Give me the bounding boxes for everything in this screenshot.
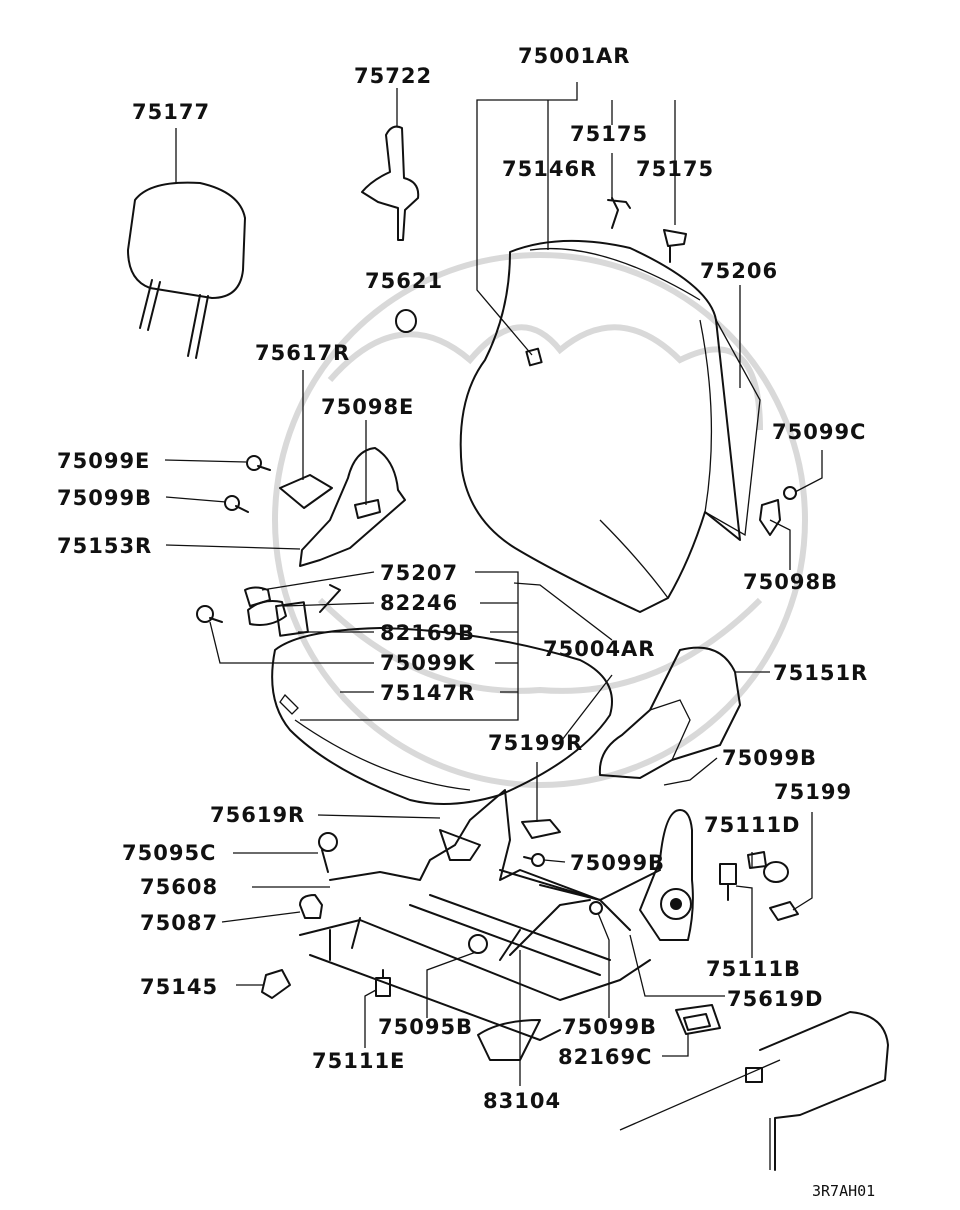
label-75177: 75177 <box>132 100 211 124</box>
plug-75621 <box>395 309 417 333</box>
label-75146R: 75146R <box>502 157 598 181</box>
label-75147R: 75147R <box>380 681 476 705</box>
headrest <box>127 181 246 359</box>
label-75619D: 75619D <box>727 987 824 1011</box>
label-75175-upper: 75175 <box>570 122 649 146</box>
label-75099B-lower: 75099B <box>562 1015 658 1039</box>
label-75111E: 75111E <box>312 1049 406 1073</box>
label-75608: 75608 <box>140 875 219 899</box>
label-75099K: 75099K <box>380 651 476 675</box>
cable-83104 <box>509 899 591 956</box>
fasteners-lower <box>261 832 799 1035</box>
seat-cushion <box>271 627 613 805</box>
label-83104: 83104 <box>483 1089 562 1113</box>
outboard-trim <box>619 1011 889 1171</box>
label-75621: 75621 <box>365 269 444 293</box>
label-75099E: 75099E <box>57 449 151 473</box>
label-75175-lower: 75175 <box>636 157 715 181</box>
label-75153R: 75153R <box>57 534 153 558</box>
label-75099B-right: 75099B <box>722 746 818 770</box>
watermark-emblem <box>272 252 808 788</box>
bracket-75199R <box>521 819 561 839</box>
label-75098B: 75098B <box>743 570 839 594</box>
bolts-left <box>196 455 797 623</box>
label-75099B-upper-left: 75099B <box>57 486 153 510</box>
seat-back <box>459 197 741 613</box>
label-75095C: 75095C <box>122 841 217 865</box>
label-75098E: 75098E <box>321 395 415 419</box>
label-75199R: 75199R <box>488 731 584 755</box>
drawing-code: 3R7AH01 <box>812 1182 876 1200</box>
leader-lines <box>164 82 823 1086</box>
back-board <box>704 319 761 537</box>
label-82246: 82246 <box>380 591 459 615</box>
lever-75619R <box>439 829 481 861</box>
headrest-guide <box>361 125 420 241</box>
label-75095B: 75095B <box>378 1015 474 1039</box>
label-75111D: 75111D <box>704 813 801 837</box>
label-75617R: 75617R <box>255 341 351 365</box>
label-75199: 75199 <box>774 780 853 804</box>
label-75004AR: 75004AR <box>543 637 656 661</box>
label-75722: 75722 <box>354 64 433 88</box>
label-75145: 75145 <box>140 975 219 999</box>
label-75001AR: 75001AR <box>518 44 631 68</box>
label-75087: 75087 <box>140 911 219 935</box>
label-75099C: 75099C <box>772 420 867 444</box>
label-75099B-center: 75099B <box>570 851 666 875</box>
label-82169B: 82169B <box>380 621 476 645</box>
label-75111B: 75111B <box>706 957 802 981</box>
label-75207: 75207 <box>380 561 459 585</box>
label-82169C: 82169C <box>558 1045 653 1069</box>
side-shield-detail <box>649 699 691 761</box>
label-75206: 75206 <box>700 259 779 283</box>
recliner-cover <box>279 447 406 567</box>
label-75151R: 75151R <box>773 661 869 685</box>
seat-frame <box>299 789 694 1061</box>
label-75619R: 75619R <box>210 803 306 827</box>
